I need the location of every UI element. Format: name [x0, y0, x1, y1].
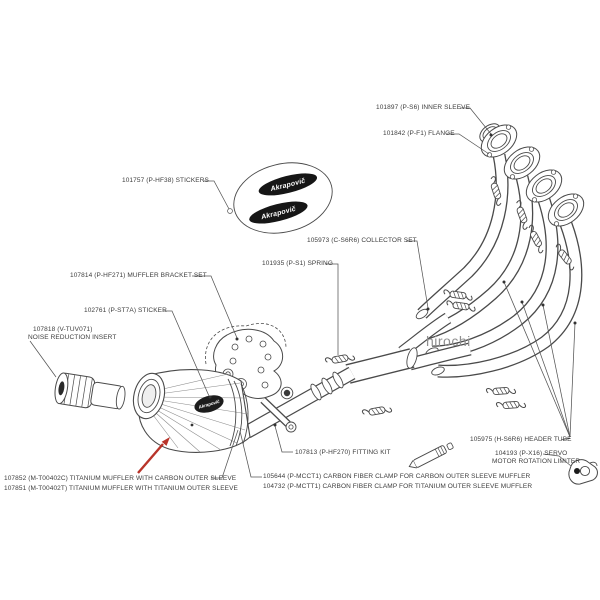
part-label-muffler-titanium: 107851 (M-T00402T) TITANIUM MUFFLER WITH…: [4, 485, 238, 492]
sticker-decal-art: Akrapovič Akrapovič: [233, 162, 333, 234]
part-label-muffler-carbon: 107852 (M-T00402C) TITANIUM MUFFLER WITH…: [4, 475, 237, 482]
part-label-spring: 101935 (P-S1) SPRING: [262, 260, 334, 267]
part-label-sticker: 102761 (P-ST7A) STICKER: [84, 307, 167, 314]
brand-logo-lozenge: [249, 201, 308, 224]
collector-set-art: [345, 312, 472, 384]
brand-logo-text: Akrapovič: [197, 399, 221, 410]
part-label-flange: 101842 (P-F1) FLANGE: [383, 130, 455, 137]
part-label-stickers: 101757 (P-HF38) STICKERS: [122, 177, 209, 184]
leader-lines: [29, 107, 577, 479]
brand-logo-lozenge: [258, 173, 318, 196]
tool-piece-art: [408, 442, 454, 469]
noise-insert-art: [54, 372, 126, 410]
link-pipe-art: [243, 366, 356, 439]
part-label-muffler-bracket-set: 107814 (P-HF271) MUFFLER BRACKET SET: [70, 272, 207, 279]
servo-limiter-art: [568, 459, 598, 485]
part-label-clamp-carbon: 105644 (P-MCCT1) CARBON FIBER CLAMP FOR …: [263, 473, 531, 480]
part-label-servo-name: MOTOR ROTATION LIMITER: [492, 458, 581, 465]
part-label-servo-code: 104193 (P-X16) SERVO: [495, 450, 568, 457]
part-label-noise-insert-code: 107818 (V-TUV071): [33, 326, 93, 333]
muffler-badge: Akrapovič: [194, 395, 224, 413]
fitting-kit-art: [260, 386, 297, 433]
watermark-text: hirochi: [426, 333, 471, 349]
part-label-inner-sleeve: 101897 (P-S6) INNER SLEEVE: [376, 104, 471, 111]
part-label-noise-insert-name: NOISE REDUCTION INSERT: [28, 334, 117, 341]
part-label-header-tube: 105975 (H-S6R6) HEADER TUBE: [470, 436, 572, 443]
part-label-collector-set: 105973 (C-S6R6) COLLECTOR SET: [307, 237, 417, 244]
part-label-fitting-kit: 107813 (P-HF270) FITTING KIT: [295, 449, 391, 456]
highlight-arrow: [137, 437, 170, 474]
part-label-clamp-titanium: 104732 (P-MCTT1) CARBON FIBER CLAMP FOR …: [263, 483, 533, 490]
muffler-art: Akrapovič: [132, 369, 251, 453]
